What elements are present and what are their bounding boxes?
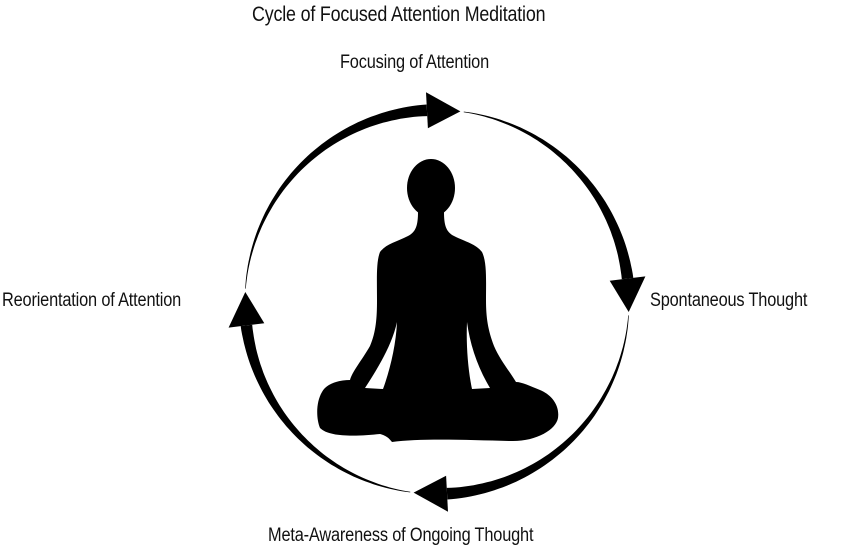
stage-label-reorientation: Reorientation of Attention: [2, 290, 182, 311]
arrow-to-reorientation-head-icon: [228, 292, 265, 328]
meditating-person-icon: [317, 159, 559, 442]
arrow-to-meta-awareness-head-icon: [413, 475, 448, 512]
arrow-to-meta-awareness-arc: [446, 315, 629, 500]
cycle-arrows: [228, 92, 646, 512]
person-body: [317, 212, 559, 442]
arrow-to-focusing-head-icon: [426, 92, 461, 129]
arrow-to-reorientation-arc: [240, 324, 411, 493]
stage-label-meta-awareness: Meta-Awareness of Ongoing Thought: [268, 525, 534, 546]
arrow-to-focusing-arc: [245, 104, 428, 289]
diagram-title: Cycle of Focused Attention Meditation: [252, 3, 546, 26]
stage-label-spontaneous-thought: Spontaneous Thought: [650, 290, 808, 311]
person-head: [407, 159, 455, 217]
right-arm-gap: [466, 322, 490, 389]
arrow-to-spontaneous-thought-head-icon: [609, 276, 646, 312]
left-arm-gap: [365, 322, 397, 389]
arrow-to-spontaneous-thought-arc: [463, 111, 634, 280]
stage-label-focusing: Focusing of Attention: [340, 52, 489, 73]
